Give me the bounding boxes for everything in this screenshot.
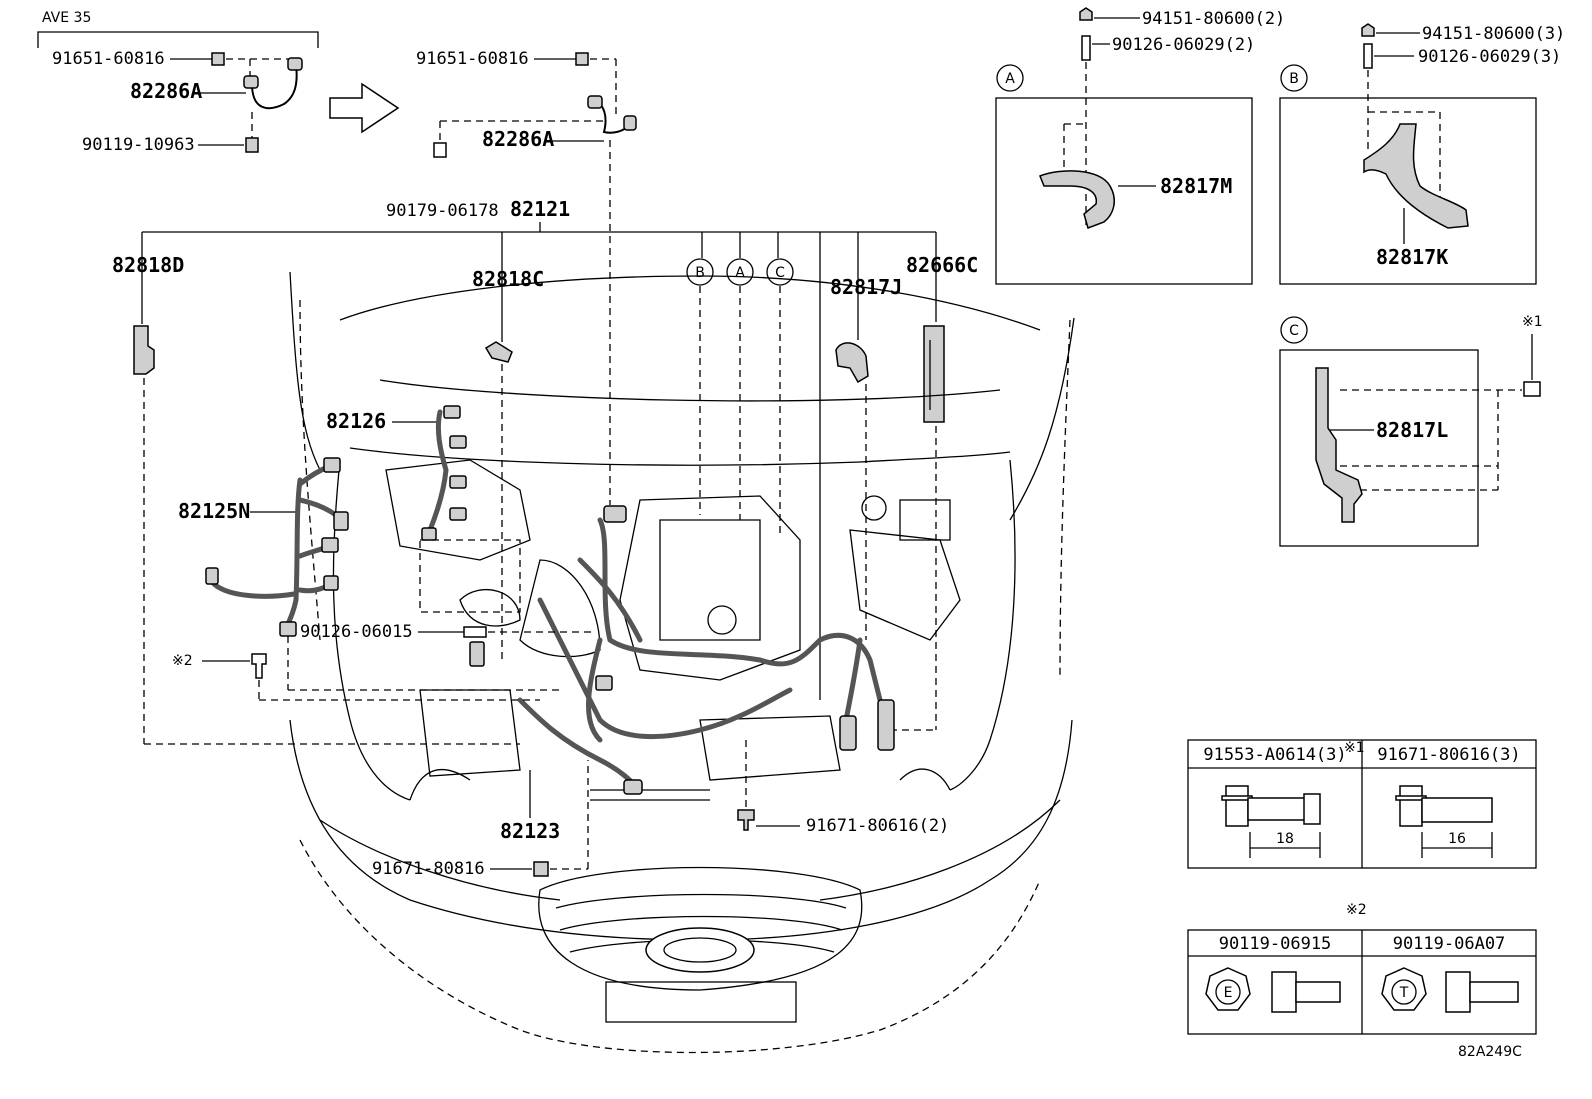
svg-text:C: C <box>775 265 785 281</box>
bolt-90119-06A07-icon: T <box>1381 967 1519 1013</box>
callout-A-main[interactable]: A <box>726 258 754 286</box>
harness-main <box>469 505 895 795</box>
label-82123[interactable]: 82123 <box>500 819 560 843</box>
label-82666C[interactable]: 82666C <box>906 253 978 277</box>
protector-82666C <box>923 325 945 423</box>
label-82818C[interactable]: 82818C <box>472 267 544 291</box>
bracket-82817M <box>1039 170 1116 229</box>
table2-note: ※2 <box>1346 902 1367 918</box>
callout-C-main[interactable]: C <box>766 258 794 286</box>
bracket-82817J <box>835 342 869 384</box>
svg-text:B: B <box>1289 71 1299 87</box>
bracket-82817K <box>1363 123 1469 229</box>
label-94151-80600-2[interactable]: 94151-80600(2) <box>1142 9 1285 29</box>
fastener-table-2: ※2 90119-06915 90119-06A07 E T <box>1187 902 1537 1035</box>
diagram-code: 82A249C <box>1458 1044 1522 1060</box>
label-82125N[interactable]: 82125N <box>178 499 250 523</box>
bracket-82817L <box>1315 367 1363 523</box>
label-90119-10963[interactable]: 90119-10963 <box>82 135 195 155</box>
model-note: AVE 35 <box>42 10 91 26</box>
label-82286A-a[interactable]: 82286A <box>130 79 202 103</box>
bolt-91671-80616-2 <box>737 809 755 831</box>
note2-marker: ※2 <box>172 653 193 669</box>
table1-col1-header: 91553-A0614(3) <box>1203 745 1346 765</box>
ground-strap-group-left: 91651-60816 82286A 90119-10963 <box>52 49 303 155</box>
svg-text:A: A <box>735 265 745 281</box>
table2-mark2: T <box>1399 985 1409 1001</box>
harness-82126: 82126 <box>326 405 467 541</box>
table1-note: ※1 <box>1344 740 1365 756</box>
label-82286A-b[interactable]: 82286A <box>482 127 554 151</box>
label-82817K[interactable]: 82817K <box>1376 245 1448 269</box>
bolt-91553-A0614-icon: 18 <box>1221 785 1321 858</box>
detail-B: B 94151-80600(3) 90126-06029(3) 82817K <box>1279 23 1565 285</box>
main-bracket-82121: 82121 <box>141 197 937 700</box>
clip-82818C <box>484 341 513 363</box>
fastener-table-1: ※1 91553-A0614(3) 91671-80616(3) 18 16 <box>1187 739 1537 869</box>
ground-strap-82286A-a <box>251 63 298 110</box>
bolt-note2 <box>251 653 267 679</box>
label-82817L[interactable]: 82817L <box>1376 418 1448 442</box>
table2-col1-header: 90119-06915 <box>1219 934 1332 954</box>
label-91671-80616-2[interactable]: 91671-80616(2) <box>806 816 949 836</box>
callout-C-detail[interactable] <box>1280 316 1308 344</box>
table1-dim2: 16 <box>1448 831 1466 847</box>
label-90126-06015[interactable]: 90126-06015 <box>300 622 413 642</box>
bolt-91671-80616-icon: 16 <box>1395 785 1493 858</box>
label-90126-06029-2[interactable]: 90126-06029(2) <box>1112 35 1255 55</box>
callout-A-detail[interactable] <box>996 64 1024 92</box>
harness-82125N: 82125N <box>178 457 560 691</box>
detail-C: C ※1 82817L <box>1279 314 1543 547</box>
bolt-90119-06915-icon: E <box>1205 967 1341 1013</box>
callout-B-main[interactable]: B <box>686 258 714 286</box>
svg-text:A: A <box>1005 71 1015 87</box>
table2-mark1: E <box>1224 985 1233 1001</box>
svg-text:B: B <box>695 265 705 281</box>
table1-col2-header: 91671-80616(3) <box>1377 745 1520 765</box>
detail-A: A 94151-80600(2) 90126-06029(2) 82817M <box>995 7 1285 285</box>
label-82817M[interactable]: 82817M <box>1160 174 1232 198</box>
label-90126-06029-3[interactable]: 90126-06029(3) <box>1418 47 1561 67</box>
label-91651-60816-a[interactable]: 91651-60816 <box>52 49 165 69</box>
label-90179-06178[interactable]: 90179-06178 <box>386 201 499 221</box>
vehicle-outline <box>289 271 1075 1054</box>
table2-col2-header: 90119-06A07 <box>1393 934 1506 954</box>
emblem <box>645 927 755 973</box>
svg-text:C: C <box>1289 323 1299 339</box>
label-91651-60816-b[interactable]: 91651-60816 <box>416 49 529 69</box>
label-82818D[interactable]: 82818D <box>112 253 184 277</box>
model-bracket: AVE 35 <box>37 10 319 48</box>
change-arrow-icon <box>329 82 400 134</box>
ground-strap-group-right: 91651-60816 82286A 90179-06178 <box>386 49 637 505</box>
note1-marker-C: ※1 <box>1522 314 1543 330</box>
bracket-82818D <box>133 325 155 375</box>
bolt-note1-C <box>1523 381 1541 397</box>
callout-B-detail[interactable] <box>1280 64 1308 92</box>
label-91671-80816[interactable]: 91671-80816 <box>372 859 485 879</box>
bolt-91671-80816 <box>533 861 549 877</box>
label-82126[interactable]: 82126 <box>326 409 386 433</box>
label-94151-80600-3[interactable]: 94151-80600(3) <box>1422 24 1565 44</box>
table1-dim1: 18 <box>1276 831 1294 847</box>
label-82121[interactable]: 82121 <box>510 197 570 221</box>
